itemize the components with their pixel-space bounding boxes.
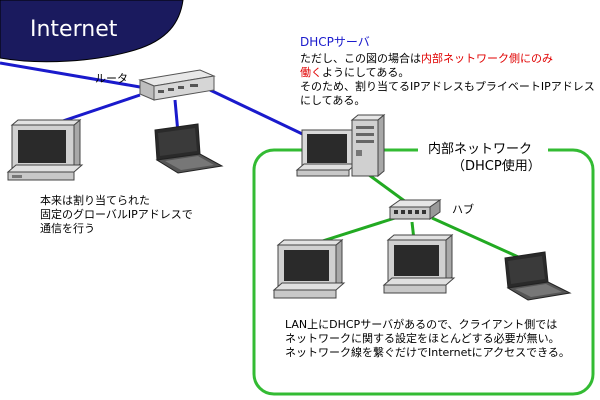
- hub-label: ハブ: [452, 203, 474, 216]
- server-note-line4: にしてある。: [300, 94, 366, 107]
- global-ip-note: 本来は割り当てられた 固定のグローバルIPアドレスで 通信を行う: [40, 194, 193, 236]
- server-note-line2-highlight: 働く: [300, 66, 322, 79]
- link-router-server: [209, 88, 316, 142]
- lan-dhcp-note-line: ネットワーク線を繋ぐだけでInternetにアクセスできる。: [285, 346, 570, 359]
- lan-laptop-right-icon: [504, 251, 572, 301]
- dhcp-server-title: DHCPサーバ: [300, 35, 370, 49]
- lan-subtitle: （DHCP使用）: [452, 159, 541, 174]
- global-ip-note-line: 通信を行う: [40, 222, 95, 235]
- link-hub-laptop-right: [431, 216, 526, 262]
- server-note-line2-post: ようにしてある。: [322, 66, 410, 79]
- internet-cloud: [0, 0, 184, 63]
- lan-title: 内部ネットワーク: [428, 142, 533, 157]
- lan-pc-left-icon: [272, 238, 346, 299]
- lan-pc-middle-icon: [382, 233, 456, 294]
- global-ip-note-line: 本来は割り当てられた: [40, 194, 150, 207]
- router-icon: [138, 69, 216, 101]
- link-internet-router: [0, 61, 141, 89]
- internet-label: Internet: [30, 17, 118, 42]
- lan-dhcp-note-line: LAN上にDHCPサーバがあるので、クライアント側では: [285, 318, 558, 331]
- global-ip-note-line: 固定のグローバルIPアドレスで: [40, 208, 193, 221]
- server-note-line1-pre: ただし、この図の場合は: [300, 52, 421, 65]
- server-note-line1-highlight: 内部ネットワーク側にのみ: [421, 52, 553, 65]
- dhcp-server-icon: [295, 113, 386, 178]
- laptop-middle-icon: [154, 123, 224, 174]
- dhcp-server-note: ただし、この図の場合は内部ネットワーク側にのみ 働くようにしてある。 そのため、…: [300, 52, 595, 108]
- server-note-line3: そのため、割り当てるIPアドレスもプライベートIPアドレス: [300, 80, 595, 93]
- lan-dhcp-note: LAN上にDHCPサーバがあるので、クライアント側では ネットワークに関する設定…: [285, 318, 570, 360]
- router-label: ルータ: [95, 72, 128, 85]
- desktop-pc-left-icon: [6, 118, 84, 181]
- hub-icon: [388, 199, 442, 220]
- lan-dhcp-note-line: ネットワークに関する設定をほとんどする必要が無い。: [285, 332, 560, 345]
